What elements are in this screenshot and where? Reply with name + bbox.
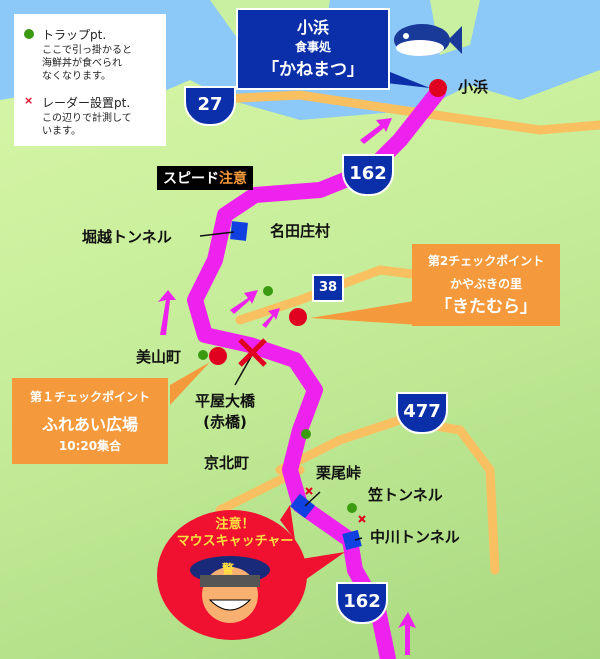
checkpoint-dot-fureai bbox=[209, 347, 227, 365]
police-badge-icon: 警 bbox=[222, 562, 235, 576]
arrow-icon bbox=[398, 612, 416, 655]
legend: トラップpt. ここで引っ掛かると海鮮丼が食べられなくなります。 × レーダー設… bbox=[14, 14, 166, 146]
trap-dot-icon bbox=[24, 29, 34, 39]
obama-restaurant-callout[interactable]: 小浜 食事処 「かねまつ」 bbox=[236, 8, 390, 90]
hiraya-bridge-marker bbox=[238, 338, 267, 367]
label-horikoshi-tunnel: 堀越トンネル bbox=[82, 228, 172, 246]
speed-warning: スピード注意 bbox=[157, 166, 253, 190]
callout-line3: 「かねまつ」 bbox=[262, 60, 364, 80]
label-kurio-pass: 栗尾峠 bbox=[316, 464, 362, 482]
label-nakagawa-tunnel: 中川トンネル bbox=[370, 528, 460, 546]
mouse-catcher-warning: 注意！マウスキャッチャー bbox=[176, 517, 294, 549]
legend-radar-desc: この辺りで計測しています。 bbox=[42, 113, 132, 137]
cp1-title: 第１チェックポイント bbox=[29, 390, 150, 404]
cp1-time: 10:20集合 bbox=[58, 439, 122, 453]
arrow-icon bbox=[360, 118, 392, 144]
checkpoint-2-box[interactable]: 第2チェックポイント かやぶきの里 「きたむら」 bbox=[412, 244, 560, 326]
road-27 bbox=[195, 90, 600, 135]
label-keihoku: 京北町 bbox=[204, 454, 250, 472]
callout-line2: 食事処 bbox=[294, 40, 331, 54]
mouse-catcher-bubble bbox=[157, 505, 345, 640]
radar-points bbox=[305, 487, 366, 523]
cp2-title: 第2チェックポイント bbox=[427, 254, 545, 268]
kasa-tunnel bbox=[290, 493, 315, 519]
leader-lines bbox=[199, 231, 363, 541]
route-27-shield: 27 bbox=[184, 86, 236, 126]
cp2-name: かやぶきの里 bbox=[449, 277, 522, 291]
label-kasa-tunnel: 笠トンネル bbox=[368, 486, 443, 504]
legend-radar-title: レーダー設置pt. bbox=[42, 96, 131, 110]
arrow-icon bbox=[230, 290, 258, 314]
checkpoint-dot-kitamura bbox=[289, 308, 307, 326]
arrow-icon bbox=[262, 308, 280, 328]
cp1-name: ふれあい広場 bbox=[41, 415, 138, 434]
label-obama: 小浜 bbox=[458, 78, 489, 96]
nakagawa-tunnel bbox=[342, 530, 362, 550]
label-hiraya-bridge: 平屋大橋(赤橋) bbox=[195, 392, 256, 431]
legend-trap-title: トラップpt. bbox=[42, 28, 107, 42]
direction-arrows bbox=[158, 118, 416, 655]
label-miyama: 美山町 bbox=[136, 348, 182, 366]
legend-trap-desc: ここで引っ掛かると海鮮丼が食べられなくなります。 bbox=[42, 45, 132, 82]
checkpoint-dot-obama bbox=[429, 79, 447, 97]
route-477-shield: 477 bbox=[396, 392, 448, 434]
route-38-shield: 38 bbox=[312, 274, 344, 302]
fish-icon bbox=[394, 24, 462, 56]
radar-x-icon: × bbox=[24, 94, 34, 107]
trap-points bbox=[198, 286, 357, 513]
cp1-pointer bbox=[170, 362, 210, 405]
cp2-place: 「きたむら」 bbox=[435, 297, 537, 317]
arrow-icon bbox=[158, 290, 176, 335]
route-162-shield-south: 162 bbox=[336, 582, 388, 624]
label-natasho: 名田庄村 bbox=[270, 222, 331, 240]
checkpoint-1-box[interactable]: 第１チェックポイント ふれあい広場 10:20集合 bbox=[12, 378, 168, 464]
route-162-shield: 162 bbox=[342, 154, 394, 196]
cp2-pointer bbox=[310, 300, 420, 325]
horikoshi-tunnel bbox=[230, 221, 248, 241]
callout-line1: 小浜 bbox=[296, 18, 329, 37]
